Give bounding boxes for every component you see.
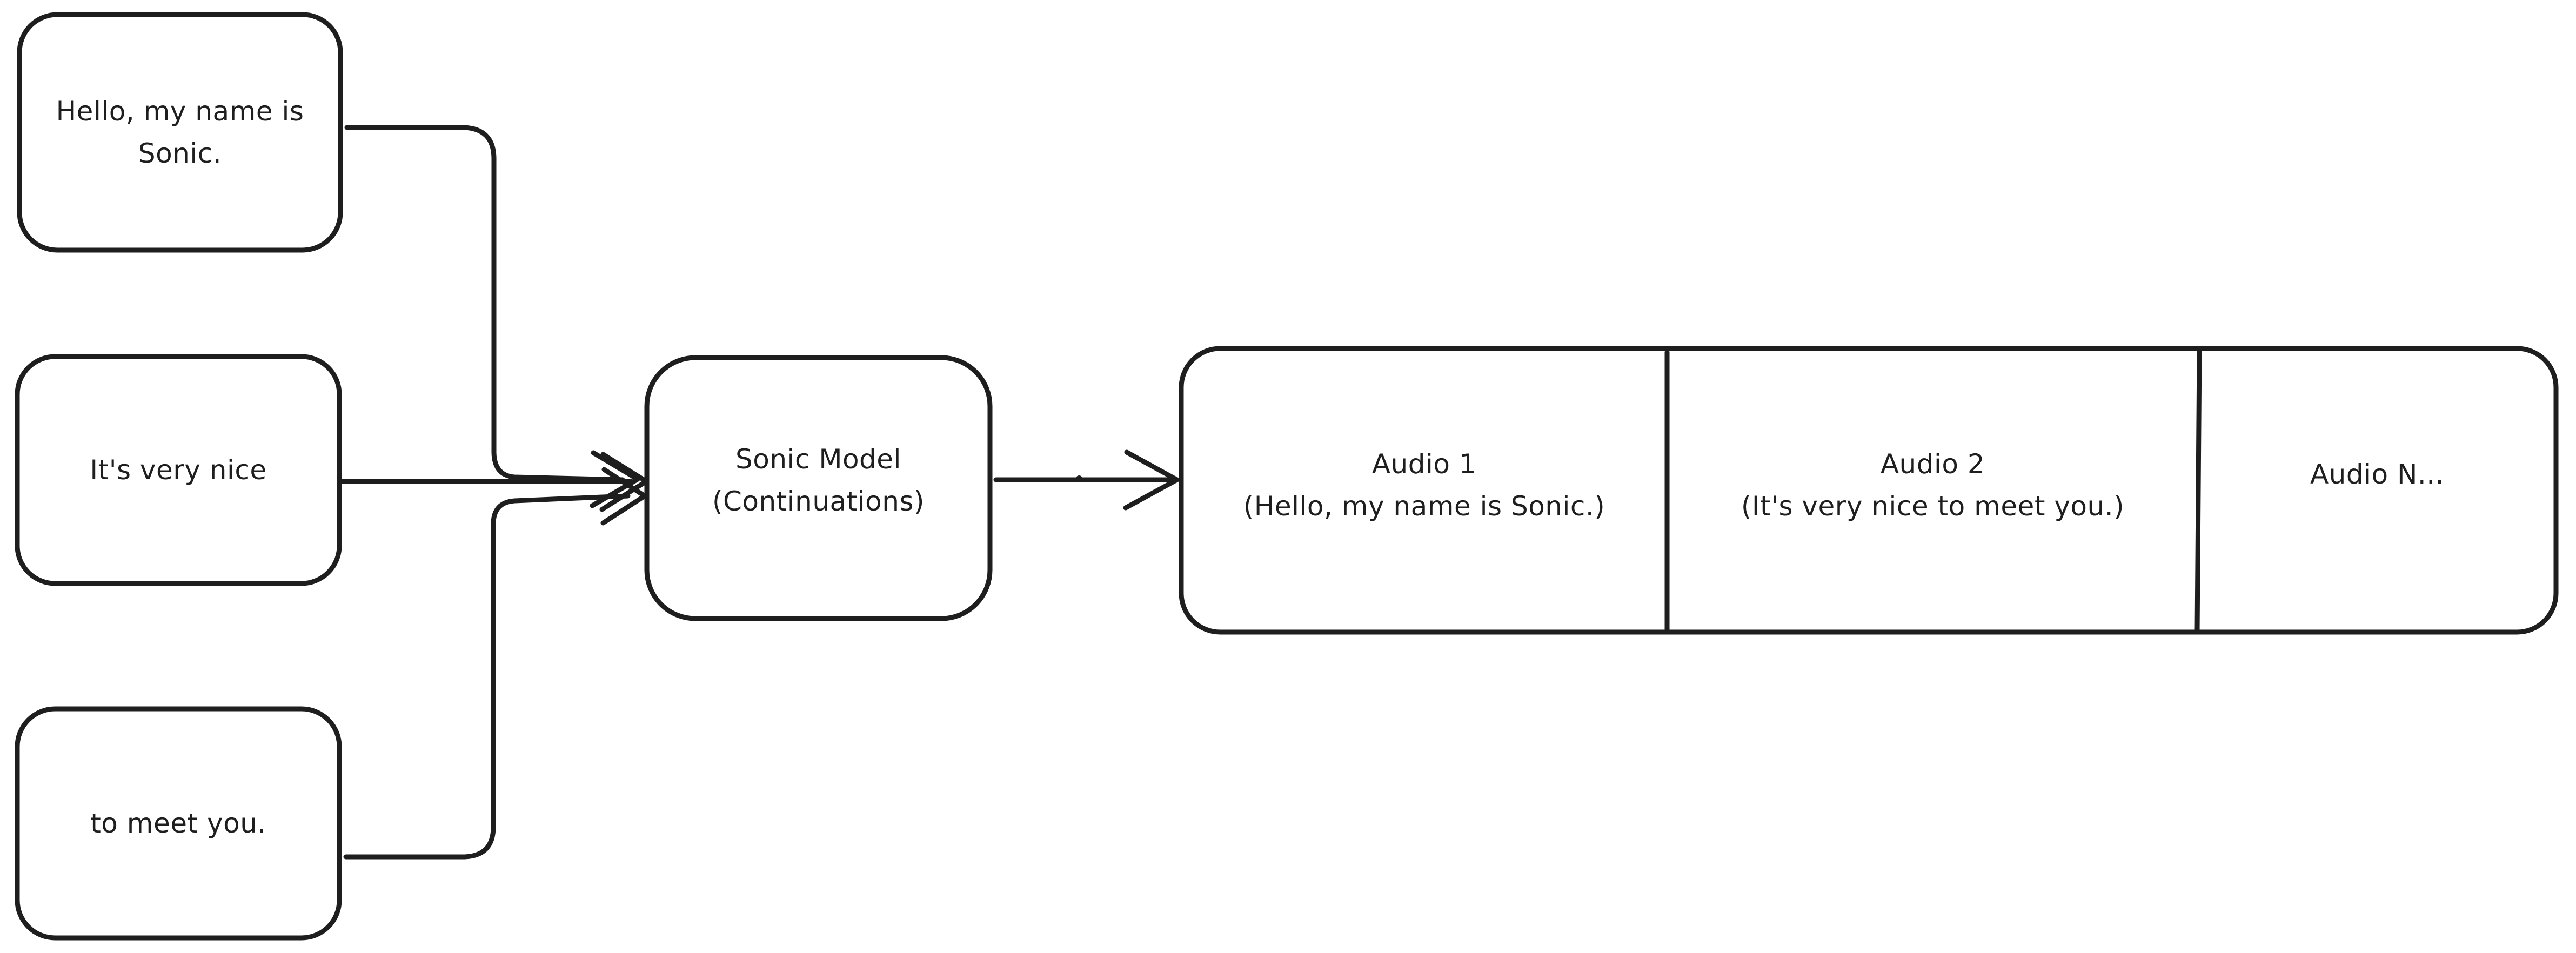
text-line: (Hello, my name is Sonic.) (1243, 490, 1605, 522)
arrow-model-to-output (993, 449, 1180, 511)
input-box-3 (15, 706, 342, 941)
text-line: Sonic. (138, 138, 222, 169)
line-join-dot (1076, 475, 1082, 482)
output-divider-2 (2194, 348, 2202, 635)
arrow-input-1 (344, 125, 640, 508)
output-segment-1-label: Audio 1 (Hello, my name is Sonic.) (1181, 348, 1667, 632)
output-segment-3-label: Audio N... (2198, 348, 2556, 632)
arrowhead-icon (1123, 449, 1180, 511)
text-line: Audio 1 (1371, 448, 1477, 480)
output-segment-2-label: Audio 2 (It's very nice to meet you.) (1667, 348, 2198, 632)
output-box (1179, 346, 2559, 635)
input-box-1 (17, 12, 343, 253)
model-box (644, 355, 993, 621)
text-line: Sonic Model (735, 443, 901, 475)
input-box-2-label: It's very nice (17, 357, 339, 583)
input-box-3-label: to meet you. (17, 709, 339, 938)
text-line: (Continuations) (712, 485, 925, 517)
text-line: Hello, my name is (56, 96, 304, 127)
text-line: (It's very nice to meet you.) (1741, 490, 2125, 522)
text-line: to meet you. (90, 808, 266, 839)
text-line: Audio 2 (1880, 448, 1985, 480)
text-line: Audio N... (2310, 458, 2445, 490)
text-line: It's very nice (90, 454, 267, 486)
model-box-label: Sonic Model (Continuations) (647, 358, 990, 619)
arrow-input-3 (343, 467, 647, 860)
input-box-1-label: Hello, my name is Sonic. (19, 15, 340, 250)
input-box-2 (15, 354, 342, 586)
